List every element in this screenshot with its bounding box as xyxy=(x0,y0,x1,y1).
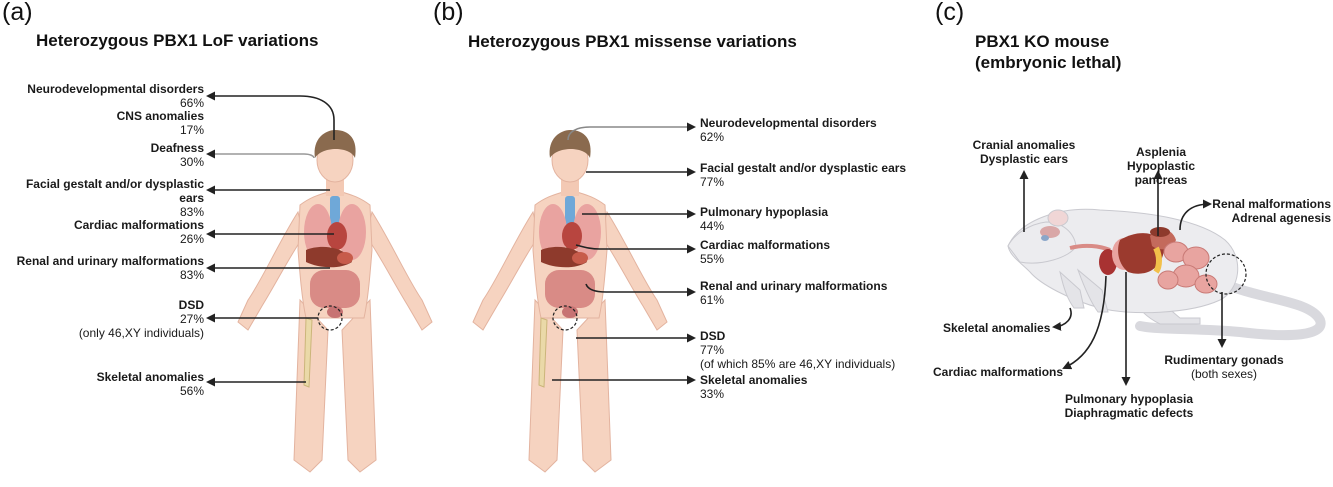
panel-c-letter: (c) xyxy=(935,0,965,26)
panel-b-letter: (b) xyxy=(433,0,464,26)
panel-b-arrows xyxy=(552,122,696,385)
human-body-lof xyxy=(237,130,433,473)
panel-a-letter: (a) xyxy=(2,0,33,26)
panel-a-title: Heterozygous PBX1 LoF variations xyxy=(36,31,319,50)
panel-b-title: Heterozygous PBX1 missense variations xyxy=(468,32,797,51)
panel-c-title-line1: PBX1 KO mouse xyxy=(975,32,1110,51)
ko-mouse xyxy=(1007,208,1326,341)
human-body-missense xyxy=(472,130,668,473)
label-c-cardiac: Cardiac malformations xyxy=(933,365,1064,379)
panel-c-arrows xyxy=(1019,170,1227,386)
panel-a-arrows xyxy=(206,91,335,387)
label-c-skeletal: Skeletal anomalies xyxy=(943,321,1051,335)
label-c-gonads: Rudimentary gonads(both sexes) xyxy=(1164,353,1284,381)
panel-c-title-line2: (embryonic lethal) xyxy=(975,53,1122,72)
